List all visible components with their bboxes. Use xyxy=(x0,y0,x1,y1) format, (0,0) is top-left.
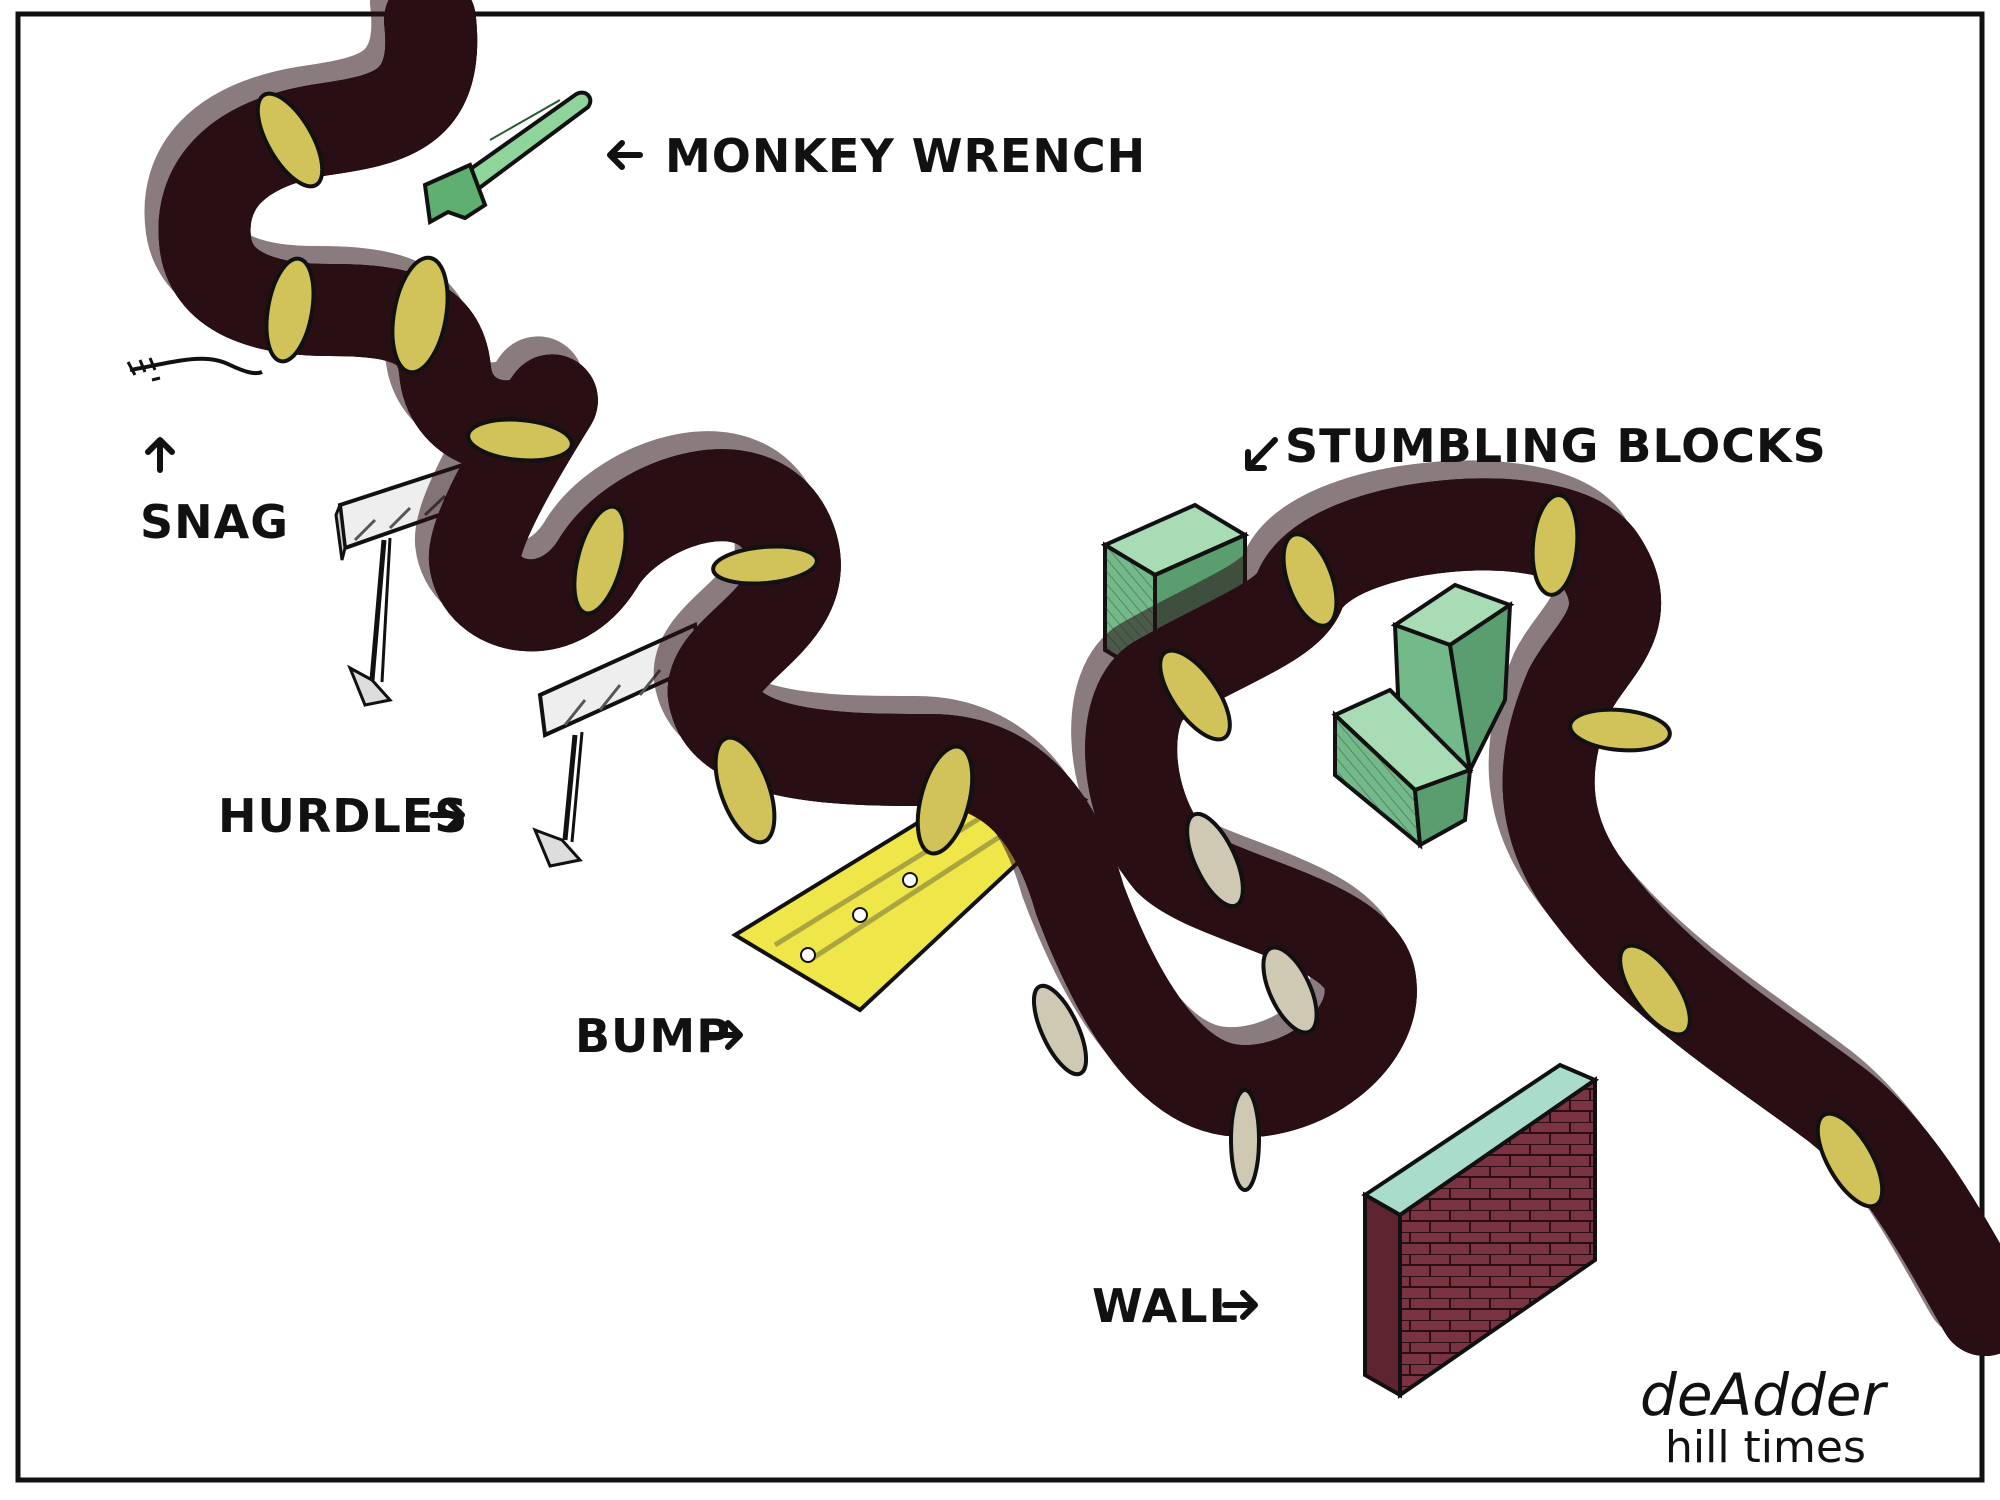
label-monkey-wrench: MONKEY WRENCH xyxy=(665,129,1146,183)
monkey-wrench xyxy=(422,90,593,226)
pipe-bands xyxy=(1031,811,1319,1192)
arrow-monkey-wrench xyxy=(607,140,643,170)
arrow-hurdles xyxy=(429,800,465,830)
arrow-snag xyxy=(145,437,175,473)
wall-obstacle xyxy=(1361,1062,1600,1399)
stumbling-block-right xyxy=(1331,582,1515,850)
label-stumbling-blocks: STUMBLING BLOCKS xyxy=(1285,419,1827,473)
pipe-collars xyxy=(255,91,1885,1209)
label-bump: BUMP xyxy=(575,1009,731,1063)
arrow-stumbling-blocks xyxy=(1245,437,1278,471)
arrow-wall xyxy=(1222,1290,1258,1320)
publication-signature: hill times xyxy=(1665,1422,1866,1473)
pipeline xyxy=(190,0,2000,1356)
label-wall: WALL xyxy=(1092,1279,1239,1333)
artist-signature: deAdder xyxy=(1640,1361,1888,1429)
arrows xyxy=(145,140,1278,1320)
label-hurdles: HURDLES xyxy=(218,789,468,843)
snag-string xyxy=(126,356,263,382)
arrow-bump xyxy=(707,1020,743,1050)
label-snag: SNAG xyxy=(140,495,289,549)
